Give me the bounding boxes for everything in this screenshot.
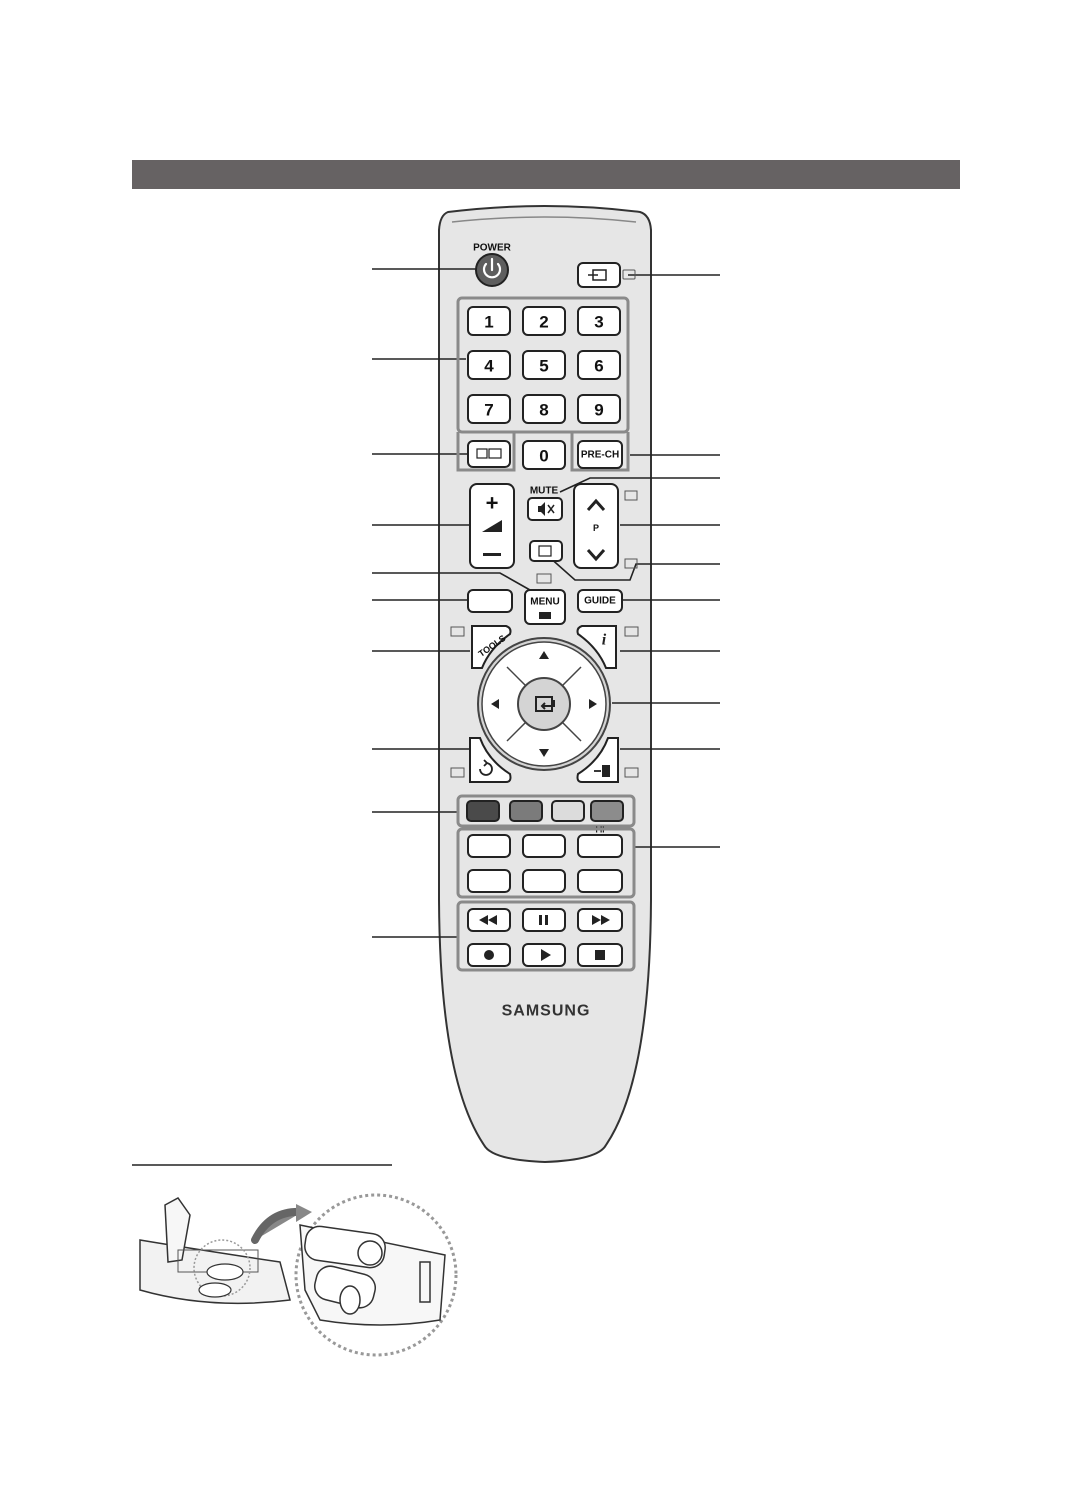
mute-button[interactable] (527, 497, 563, 521)
source-button[interactable] (577, 262, 621, 288)
source-icon (588, 269, 607, 281)
number-key-3[interactable]: 3 (577, 306, 621, 336)
ch-list-button[interactable] (529, 540, 563, 562)
enter-icon (535, 696, 555, 712)
pause-button[interactable] (522, 908, 566, 932)
record-button[interactable] (467, 943, 511, 967)
function-keys-group (456, 827, 636, 899)
left-arrow-icon (491, 699, 499, 709)
teletext-icons (622, 269, 636, 280)
number-key-label: 2 (539, 313, 548, 332)
color-key-2[interactable] (509, 800, 543, 822)
exit-icon (594, 765, 610, 777)
channel-up-icon (586, 498, 606, 511)
number-key-5[interactable]: 5 (522, 350, 566, 380)
function-key[interactable] (467, 869, 511, 893)
power-icon (482, 257, 502, 279)
teletext-button[interactable] (467, 440, 511, 468)
number-key-label: 8 (539, 401, 548, 420)
number-key-2[interactable]: 2 (522, 306, 566, 336)
play-button[interactable] (522, 943, 566, 967)
volume-down-icon (483, 553, 501, 556)
zero-key[interactable]: 0 (522, 440, 566, 470)
zero-key-label: 0 (539, 447, 548, 466)
color-keys-group (456, 794, 636, 828)
number-key-label: 3 (594, 313, 603, 332)
pre-ch-button[interactable]: PRE-CH (577, 440, 623, 469)
fast-forward-icon (592, 915, 610, 925)
function-key[interactable] (522, 834, 566, 858)
channel-down-icon (586, 549, 606, 562)
down-arrow-icon (539, 749, 549, 757)
number-key-1[interactable]: 1 (467, 306, 511, 336)
rewind-icon (479, 915, 497, 925)
pause-icon (539, 915, 548, 925)
number-key-4[interactable]: 4 (467, 350, 511, 380)
volume-icon (482, 520, 502, 532)
function-key[interactable] (522, 869, 566, 893)
return-button[interactable] (469, 737, 512, 783)
callout-lines-left (372, 268, 531, 938)
number-key-label: 9 (594, 401, 603, 420)
info-button[interactable]: i (576, 625, 617, 669)
volume-up-icon: + (486, 491, 499, 516)
color-key-3[interactable] (551, 800, 585, 822)
battery-installation-illustration (139, 1193, 458, 1357)
number-key-6[interactable]: 6 (577, 350, 621, 380)
guide-label: GUIDE (584, 596, 616, 607)
function-key[interactable] (467, 834, 511, 858)
stop-icon (595, 950, 605, 960)
stop-button[interactable] (577, 943, 623, 967)
guide-button[interactable]: GUIDE (577, 589, 623, 613)
number-key-9[interactable]: 9 (577, 394, 621, 424)
fast-forward-button[interactable] (577, 908, 623, 932)
info-label: i (602, 632, 607, 649)
number-keys: 1 2 3 4 5 6 7 8 9 (467, 306, 621, 424)
mute-label: MUTE (530, 486, 559, 497)
ad-button[interactable] (467, 589, 513, 613)
brand-logo: SAMSUNG (502, 1003, 591, 1020)
power-button[interactable] (475, 253, 509, 287)
function-keys (467, 834, 623, 893)
volume-rocker[interactable]: + (469, 483, 515, 569)
menu-button[interactable]: MENU (524, 589, 566, 625)
number-key-label: 5 (539, 357, 548, 376)
number-key-label: 6 (594, 357, 603, 376)
section-header-bar (132, 160, 960, 189)
right-arrow-icon (589, 699, 597, 709)
color-key-4[interactable] (590, 800, 624, 822)
number-key-8[interactable]: 8 (522, 394, 566, 424)
menu-label: MENU (530, 597, 559, 608)
channel-rocker[interactable]: P (573, 483, 619, 569)
record-icon (484, 950, 494, 960)
rewind-button[interactable] (467, 908, 511, 932)
color-key-1[interactable] (466, 800, 500, 822)
channel-label: P (593, 523, 599, 533)
media-keys-group (456, 900, 636, 972)
mute-icon (538, 502, 555, 516)
play-icon (541, 949, 551, 961)
number-key-label: 1 (484, 313, 493, 332)
number-key-label: 7 (484, 401, 493, 420)
up-arrow-icon (539, 651, 549, 659)
power-label: POWER (473, 243, 512, 254)
callout-lines-right (547, 274, 720, 848)
function-key[interactable] (577, 834, 623, 858)
return-icon (479, 759, 493, 776)
number-keys-group (456, 296, 630, 434)
number-key-7[interactable]: 7 (467, 394, 511, 424)
function-key[interactable] (577, 869, 623, 893)
pre-ch-label: PRE-CH (581, 450, 619, 461)
enter-button[interactable] (517, 677, 571, 731)
color-keys (466, 800, 624, 822)
exit-button[interactable] (576, 737, 619, 783)
number-key-label: 4 (484, 357, 494, 376)
